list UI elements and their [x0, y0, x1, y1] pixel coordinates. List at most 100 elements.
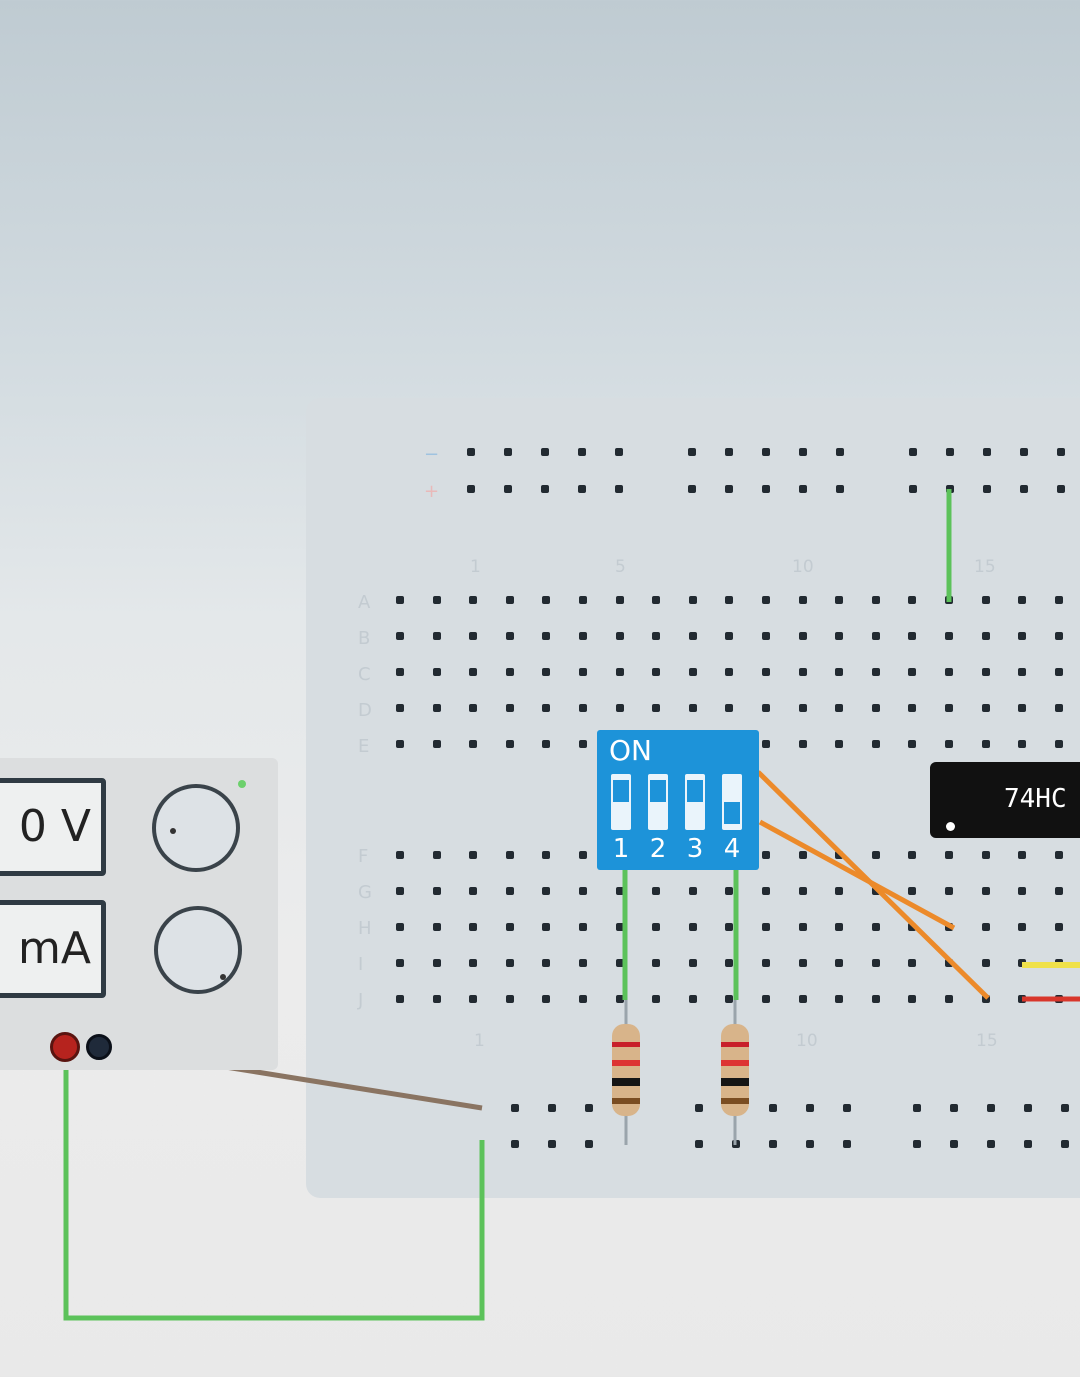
terminal-hole[interactable] [433, 668, 441, 676]
rail-hole[interactable] [909, 485, 917, 493]
terminal-hole[interactable] [616, 632, 624, 640]
terminal-hole[interactable] [799, 632, 807, 640]
terminal-hole[interactable] [872, 995, 880, 1003]
terminal-hole[interactable] [799, 740, 807, 748]
terminal-hole[interactable] [652, 959, 660, 967]
terminal-hole[interactable] [469, 632, 477, 640]
terminal-hole[interactable] [433, 704, 441, 712]
terminal-hole[interactable] [982, 596, 990, 604]
terminal-hole[interactable] [799, 668, 807, 676]
terminal-hole[interactable] [433, 740, 441, 748]
terminal-hole[interactable] [762, 740, 770, 748]
terminal-hole[interactable] [396, 887, 404, 895]
terminal-hole[interactable] [872, 959, 880, 967]
terminal-hole[interactable] [469, 704, 477, 712]
rail-hole[interactable] [950, 1140, 958, 1148]
terminal-hole[interactable] [689, 923, 697, 931]
rail-hole[interactable] [511, 1104, 519, 1112]
rail-hole[interactable] [1020, 485, 1028, 493]
terminal-hole[interactable] [433, 632, 441, 640]
terminal-hole[interactable] [396, 668, 404, 676]
resistor-1[interactable] [612, 1000, 640, 1145]
terminal-hole[interactable] [799, 704, 807, 712]
terminal-hole[interactable] [579, 740, 587, 748]
rail-hole[interactable] [762, 448, 770, 456]
terminal-hole[interactable] [396, 632, 404, 640]
terminal-hole[interactable] [542, 704, 550, 712]
rail-hole[interactable] [725, 485, 733, 493]
dip-switch-toggle-2[interactable] [648, 774, 668, 830]
terminal-hole[interactable] [835, 995, 843, 1003]
rail-hole[interactable] [688, 485, 696, 493]
terminal-hole[interactable] [579, 632, 587, 640]
terminal-hole[interactable] [762, 668, 770, 676]
terminal-hole[interactable] [542, 923, 550, 931]
terminal-hole[interactable] [506, 995, 514, 1003]
terminal-hole[interactable] [908, 704, 916, 712]
terminal-hole[interactable] [835, 704, 843, 712]
rail-hole[interactable] [799, 485, 807, 493]
orange-wire-2[interactable] [758, 819, 956, 931]
terminal-hole[interactable] [616, 596, 624, 604]
terminal-hole[interactable] [799, 596, 807, 604]
terminal-hole[interactable] [725, 887, 733, 895]
terminal-hole[interactable] [945, 668, 953, 676]
rail-hole[interactable] [467, 448, 475, 456]
terminal-hole[interactable] [579, 923, 587, 931]
terminal-hole[interactable] [616, 995, 624, 1003]
current-knob[interactable] [154, 906, 242, 994]
terminal-hole[interactable] [1055, 887, 1063, 895]
terminal-hole[interactable] [542, 632, 550, 640]
terminal-hole[interactable] [433, 851, 441, 859]
terminal-hole[interactable] [433, 995, 441, 1003]
terminal-hole[interactable] [506, 740, 514, 748]
terminal-hole[interactable] [652, 923, 660, 931]
voltage-knob[interactable] [152, 784, 240, 872]
terminal-hole[interactable] [616, 959, 624, 967]
terminal-hole[interactable] [799, 959, 807, 967]
terminal-hole[interactable] [616, 887, 624, 895]
terminal-hole[interactable] [542, 668, 550, 676]
terminal-hole[interactable] [945, 740, 953, 748]
terminal-hole[interactable] [396, 851, 404, 859]
rail-hole[interactable] [615, 485, 623, 493]
terminal-hole[interactable] [1018, 923, 1026, 931]
rail-hole[interactable] [843, 1140, 851, 1148]
rail-hole[interactable] [909, 448, 917, 456]
dip-switch[interactable]: ON 1 2 3 4 [597, 730, 759, 870]
terminal-hole[interactable] [908, 887, 916, 895]
terminal-hole[interactable] [506, 851, 514, 859]
terminal-hole[interactable] [542, 596, 550, 604]
terminal-hole[interactable] [908, 668, 916, 676]
terminal-hole[interactable] [945, 851, 953, 859]
terminal-hole[interactable] [1055, 668, 1063, 676]
terminal-hole[interactable] [872, 851, 880, 859]
terminal-hole[interactable] [762, 596, 770, 604]
terminal-hole[interactable] [689, 887, 697, 895]
terminal-hole[interactable] [725, 959, 733, 967]
positive-terminal[interactable] [50, 1032, 80, 1062]
terminal-hole[interactable] [433, 959, 441, 967]
terminal-hole[interactable] [616, 923, 624, 931]
terminal-hole[interactable] [469, 851, 477, 859]
rail-hole[interactable] [983, 485, 991, 493]
terminal-hole[interactable] [1055, 632, 1063, 640]
rail-hole[interactable] [688, 448, 696, 456]
terminal-hole[interactable] [1018, 632, 1026, 640]
terminal-hole[interactable] [506, 959, 514, 967]
terminal-hole[interactable] [469, 995, 477, 1003]
rail-hole[interactable] [578, 448, 586, 456]
terminal-hole[interactable] [689, 704, 697, 712]
terminal-hole[interactable] [652, 596, 660, 604]
terminal-hole[interactable] [506, 923, 514, 931]
terminal-hole[interactable] [835, 740, 843, 748]
terminal-hole[interactable] [506, 704, 514, 712]
rail-hole[interactable] [1057, 448, 1065, 456]
terminal-hole[interactable] [652, 668, 660, 676]
rail-hole[interactable] [913, 1104, 921, 1112]
terminal-hole[interactable] [908, 632, 916, 640]
terminal-hole[interactable] [872, 632, 880, 640]
rail-hole[interactable] [913, 1140, 921, 1148]
rail-hole[interactable] [987, 1140, 995, 1148]
terminal-hole[interactable] [762, 704, 770, 712]
